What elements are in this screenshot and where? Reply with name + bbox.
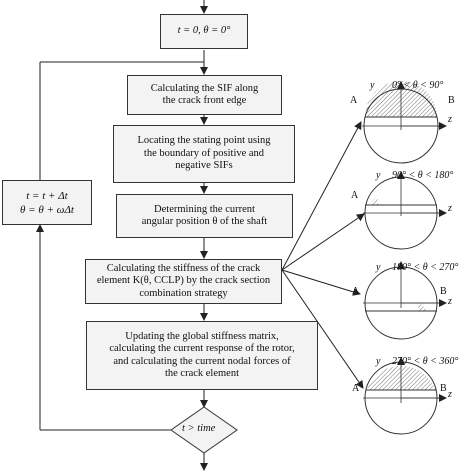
cs4-z-label: z	[448, 389, 452, 400]
cs4-range: 270° < θ < 360°	[392, 356, 459, 367]
flow-arrows	[36, 0, 365, 471]
cross-section-2	[363, 171, 447, 250]
cs1-point-a: A	[350, 95, 358, 106]
cs2-point-a: A	[351, 190, 359, 201]
sif-line-2: the crack front edge	[162, 95, 247, 106]
cs2-z-label: z	[448, 203, 452, 214]
cs2-y-label: y	[376, 170, 381, 181]
decision-diamond	[170, 406, 238, 454]
loop-line-1: t = t + Δt	[26, 189, 68, 202]
cs3-y-label: y	[376, 262, 381, 273]
update-box: Updating the global stiffness matrix, ca…	[86, 321, 318, 390]
cs3-z-label: z	[448, 296, 452, 307]
loop-line-2: θ = θ + ωΔt	[20, 203, 74, 216]
locate-box: Locating the stating point using the bou…	[113, 125, 295, 183]
loop-increment-box: t = t + Δt θ = θ + ωΔt	[2, 180, 92, 225]
cross-section-1	[362, 81, 447, 164]
locate-line-3: negative SIFs	[175, 160, 233, 172]
cross-section-3	[363, 261, 447, 340]
cs4-point-a: A	[352, 383, 360, 394]
cs1-point-b: B	[448, 95, 455, 106]
update-line-4: the crack element	[164, 368, 240, 379]
cs2-range: 90° < θ < 180°	[392, 170, 454, 181]
sif-box: Calculating the SIF along the crack fron…	[127, 75, 282, 115]
init-box: t = 0, θ = 0°	[160, 14, 248, 49]
update-line-2: calculating the current response of the …	[109, 343, 295, 354]
cs1-range: 0° < θ < 90°	[392, 80, 444, 91]
angular-line-1: Determining the current	[154, 203, 255, 215]
decision-label: t > time	[182, 423, 216, 434]
cs4-point-b: B	[440, 383, 447, 394]
cs1-z-label: z	[448, 114, 452, 125]
cs3-point-a: A	[352, 286, 360, 297]
locate-line-2: the boundary of positive and	[143, 147, 265, 159]
stiffness-box: Calculating the stiffness of the crack e…	[85, 259, 282, 304]
update-line-1: Updating the global stiffness matrix,	[125, 330, 279, 342]
cs3-range: 180° < θ < 270°	[392, 262, 459, 273]
stiffness-line-3: combination strategy	[139, 287, 228, 299]
cs1-y-label: y	[370, 80, 375, 91]
update-line-3: and calculating the current nodal forces…	[113, 355, 291, 367]
cs3-point-b: B	[440, 286, 447, 297]
cs4-y-label: y	[376, 356, 381, 367]
cross-section-4	[363, 357, 447, 435]
init-line: t = 0, θ = 0°	[177, 25, 231, 37]
locate-line-1: Locating the stating point using	[137, 135, 271, 147]
angular-line-2: angular position θ of the shaft	[141, 216, 268, 227]
sif-line-1: Calculating the SIF along	[150, 82, 259, 94]
stiffness-line-1: Calculating the stiffness of the crack	[106, 262, 261, 274]
stiffness-line-2: element K(θ, CCLP) by the crack section	[96, 275, 271, 287]
angular-box: Determining the current angular position…	[116, 194, 293, 238]
